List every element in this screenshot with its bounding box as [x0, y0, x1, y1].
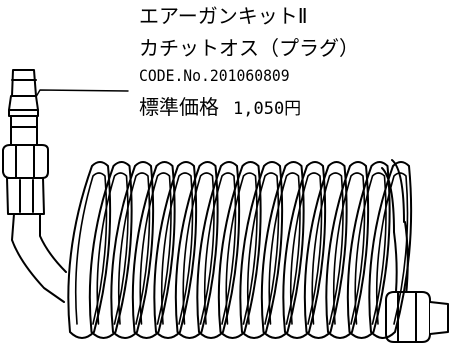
hose-coil: [67, 159, 413, 339]
coil-loop-inner: [117, 172, 151, 325]
coil-loop-inner: [332, 172, 366, 325]
hose-outlet: [393, 221, 409, 297]
part-name: カチットオス（プラグ）: [139, 36, 359, 60]
leader-line: [28, 89, 129, 110]
coil-loop-inner: [311, 172, 344, 325]
coil-loop-inner: [268, 172, 301, 325]
coil-loop-inner: [289, 172, 323, 325]
plug-coupler: [2, 69, 49, 215]
coil-loop-inner: [139, 172, 172, 325]
price-label: 標準価格: [139, 95, 219, 119]
price-row: 標準価格 1,050円: [139, 97, 301, 118]
product-name: エアーガンキットⅡ: [139, 4, 308, 28]
coil-loop-inner: [246, 172, 280, 325]
coil-loop-inner: [74, 172, 108, 325]
coil-loop-inner: [203, 172, 237, 325]
coil-tail: [381, 159, 405, 233]
coil-loop: [368, 161, 413, 339]
coil-loop-inner: [225, 172, 258, 325]
coil-loop-inner: [160, 172, 194, 325]
hose-inlet: [11, 213, 67, 303]
price-value: 1,050円: [233, 99, 302, 119]
coil-loop-inner: [96, 172, 129, 325]
product-code: CODE.No.201060809: [139, 66, 290, 85]
coil-loop-inner: [182, 172, 215, 325]
coil-loop-inner: [354, 172, 387, 325]
